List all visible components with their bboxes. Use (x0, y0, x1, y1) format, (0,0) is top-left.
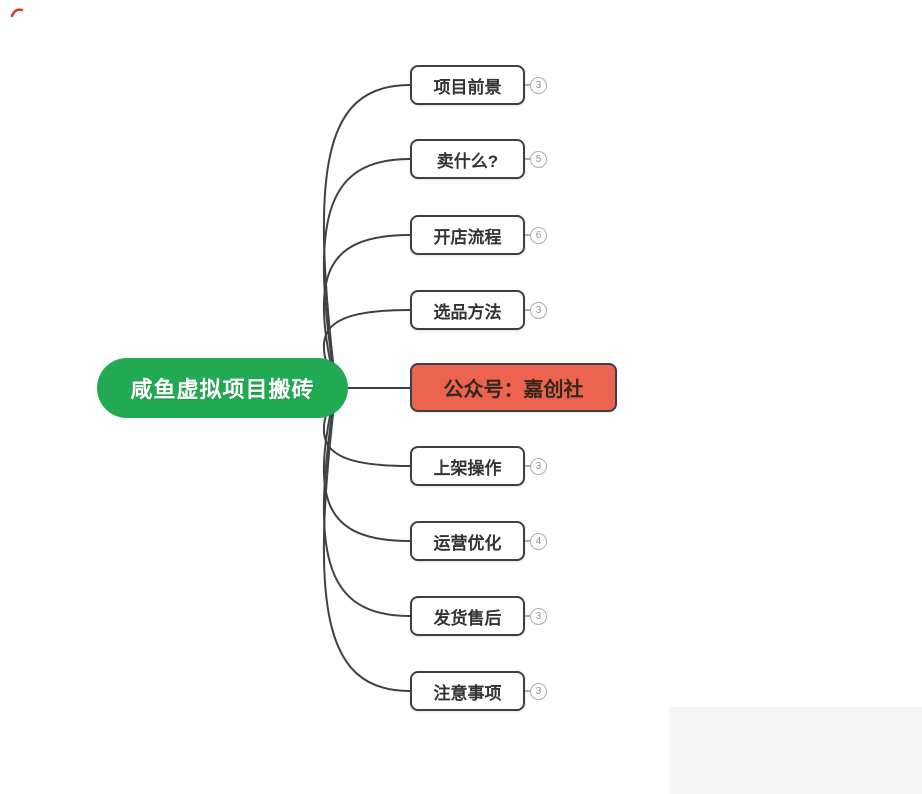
badge-group: 3 (525, 76, 547, 94)
edge-path (322, 387, 411, 617)
branch-node-highlighted[interactable]: 公众号：嘉创社 (410, 363, 617, 412)
branch-node-label: 发货售后 (433, 608, 502, 628)
badge-group: 3 (525, 301, 547, 319)
badge-group: 3 (525, 607, 547, 625)
branch-row: 运营优化 4 (410, 521, 547, 561)
edge-path (322, 84, 411, 389)
branch-node-label: 注意事项 (433, 683, 502, 703)
badge-group: 5 (525, 150, 547, 168)
collapsed-count-badge[interactable]: 3 (530, 607, 547, 625)
branch-node-label: 选品方法 (433, 302, 502, 322)
branch-node[interactable]: 运营优化 (410, 521, 525, 561)
edge-path (322, 387, 411, 542)
corner-scribble-mark (10, 8, 24, 18)
branch-node[interactable]: 开店流程 (410, 215, 525, 255)
branch-row: 公众号：嘉创社 (410, 363, 617, 412)
branch-row: 项目前景 3 (410, 65, 547, 105)
branch-node-label: 公众号：嘉创社 (443, 379, 584, 401)
badge-connector (525, 615, 530, 617)
badge-connector (525, 158, 530, 160)
badge-group: 3 (525, 457, 547, 475)
collapsed-count-badge[interactable]: 5 (530, 150, 547, 168)
branch-node-label: 运营优化 (433, 533, 502, 553)
branch-node[interactable]: 发货售后 (410, 596, 525, 636)
collapsed-count-badge[interactable]: 3 (530, 457, 547, 475)
collapsed-count-badge[interactable]: 3 (530, 76, 547, 94)
background-panel (669, 707, 922, 794)
badge-group: 3 (525, 682, 547, 700)
collapsed-count-badge[interactable]: 6 (530, 226, 547, 244)
branch-row: 注意事项 3 (410, 671, 547, 711)
branch-node-label: 上架操作 (433, 458, 502, 478)
branch-node[interactable]: 注意事项 (410, 671, 525, 711)
branch-node[interactable]: 上架操作 (410, 446, 525, 486)
edge-path (322, 234, 411, 389)
edge-path (322, 158, 411, 389)
badge-connector (525, 309, 530, 311)
edge-path (322, 387, 411, 692)
badge-group: 6 (525, 226, 547, 244)
branch-node[interactable]: 项目前景 (410, 65, 525, 105)
root-node-label: 咸鱼虚拟项目搬砖 (130, 377, 315, 402)
collapsed-count-badge[interactable]: 3 (530, 682, 547, 700)
collapsed-count-badge[interactable]: 4 (530, 532, 547, 550)
badge-group: 4 (525, 532, 547, 550)
badge-connector (525, 465, 530, 467)
collapsed-count-badge[interactable]: 3 (530, 301, 547, 319)
branch-row: 发货售后 3 (410, 596, 547, 636)
branch-row: 卖什么? 5 (410, 139, 547, 179)
branch-node[interactable]: 卖什么? (410, 139, 525, 179)
badge-connector (525, 540, 530, 542)
root-node[interactable]: 咸鱼虚拟项目搬砖 (97, 358, 348, 418)
badge-connector (525, 234, 530, 236)
branch-row: 开店流程 6 (410, 215, 547, 255)
branch-node-label: 项目前景 (433, 77, 502, 97)
branch-node[interactable]: 选品方法 (410, 290, 525, 330)
branch-node-label: 卖什么? (436, 151, 499, 171)
branch-row: 上架操作 3 (410, 446, 547, 486)
branch-node-label: 开店流程 (433, 227, 502, 247)
badge-connector (525, 84, 530, 86)
branch-row: 选品方法 3 (410, 290, 547, 330)
badge-connector (525, 690, 530, 692)
